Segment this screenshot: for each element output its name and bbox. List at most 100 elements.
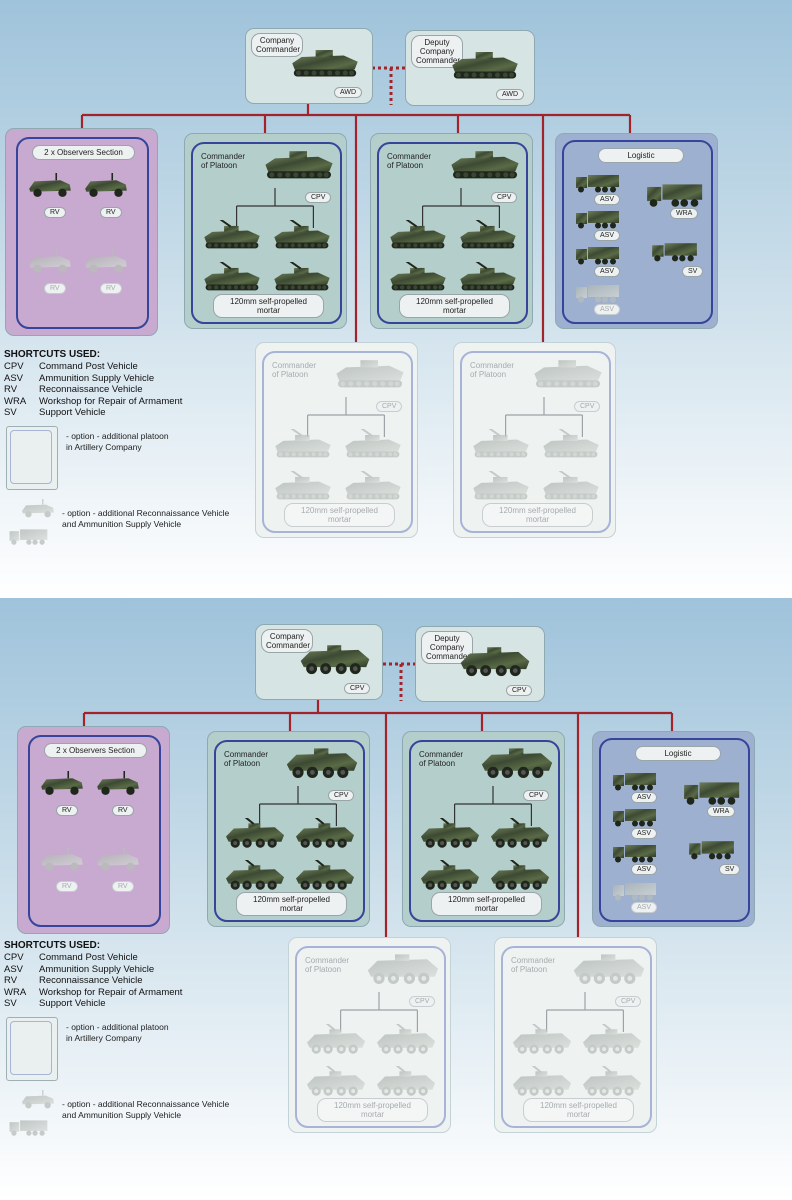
vehicle-label: SV [682, 266, 704, 277]
optional-platoon-card: Commander of Platoon CPV 120mm self-prop… [494, 937, 657, 1133]
wheeled-vehicle-icon [460, 647, 530, 677]
organisation-chart-tracked: Company Commander AWD Deputy Company Comm… [0, 0, 792, 598]
logistic-card: Logistic ASV ASV ASV ASV WRA SV [592, 731, 755, 927]
vehicle-label: SV [719, 864, 741, 875]
wheeled-vehicle-icon [286, 748, 358, 778]
reconnaissance-vehicle-icon [22, 499, 54, 518]
tracked-vehicle-icon [451, 151, 519, 179]
shortcut-text: Command Post Vehicle [39, 361, 138, 372]
vehicle-label: RV [56, 805, 78, 816]
vehicle-label: ASV [631, 902, 658, 913]
supply-truck-icon [9, 529, 48, 545]
reconnaissance-vehicle-icon [22, 1090, 54, 1109]
tracked-vehicle-icon [452, 52, 518, 79]
observers-frame: 2 x Observers Section RV RV RV RV [28, 735, 161, 927]
tracked-mortar-icon [275, 429, 331, 458]
wheeled-vehicle-icon [300, 645, 370, 675]
vehicle-label: WRA [707, 806, 736, 817]
platoon-commander-title: Commander of Platoon [419, 750, 464, 768]
wheeled-mortar-icon [420, 818, 480, 848]
supply-truck-icon [613, 809, 656, 827]
shortcut-abbr: CPV [4, 361, 24, 372]
shortcut-abbr: WRA [4, 395, 27, 407]
mortar-label: 120mm self-propelled mortar [236, 892, 347, 916]
shortcut-text: Support Vehicle [39, 998, 106, 1010]
vehicle-label: AWD [496, 89, 525, 100]
mortar-label: 120mm self-propelled mortar [284, 503, 395, 527]
shortcut-row: ASV Ammunition Supply Vehicle [4, 964, 154, 976]
mortar-label: 120mm self-propelled mortar [317, 1098, 428, 1122]
vehicle-label: RV [44, 283, 66, 294]
platoon-frame: Commander of Platoon CPV 120mm self-prop… [501, 946, 652, 1128]
shortcut-abbr: WRA [4, 986, 27, 998]
commander-title: Deputy Company Commander [411, 35, 463, 68]
observers-section-card: 2 x Observers Section RV RV RV RV [17, 726, 170, 934]
shortcut-abbr: RV [4, 384, 18, 396]
shortcut-abbr: ASV [4, 963, 24, 975]
shortcut-text: Ammunition Supply Vehicle [39, 372, 155, 384]
wheeled-vehicle-icon [367, 954, 439, 984]
shortcuts-title: SHORTCUTS USED: [4, 349, 101, 360]
platoon-tree-lines [454, 786, 532, 826]
platoon-card: Commander of Platoon CPV [184, 133, 347, 329]
wheeled-mortar-icon [295, 818, 355, 848]
hierarchy-connectors [80, 66, 632, 342]
reconnaissance-vehicle-icon [85, 173, 127, 197]
vehicle-label: CPV [376, 401, 403, 412]
observers-frame: 2 x Observers Section RV RV RV RV [16, 137, 149, 329]
tracked-vehicle-icon [265, 151, 333, 179]
platoon-tree-lines [236, 188, 314, 228]
shortcut-row: RV Reconnaissance Vehicle [4, 384, 143, 396]
logistic-card: Logistic ASV ASV ASV ASV WRA SV [555, 133, 718, 329]
vehicle-label: RV [56, 881, 78, 892]
vehicle-label: CPV [523, 790, 550, 801]
tracked-mortar-icon [390, 262, 446, 291]
wheeled-mortar-icon [582, 1066, 642, 1096]
wheeled-mortar-icon [295, 860, 355, 890]
thumbnail-frame [10, 1021, 52, 1075]
supply-truck-icon [9, 1120, 48, 1136]
shortcut-row: CPV Command Post Vehicle [4, 361, 138, 373]
platoon-frame: Commander of Platoon CPV [460, 351, 611, 533]
platoon-commander-title: Commander of Platoon [387, 152, 432, 170]
platoon-card: Commander of Platoon CPV 120mm self-prop… [402, 731, 565, 927]
vehicle-label: CPV [344, 683, 371, 694]
supply-truck-icon [576, 247, 619, 265]
reconnaissance-vehicle-icon [29, 249, 71, 273]
company-commander-card: Company Commander AWD [245, 28, 373, 104]
observers-section-card: 2 x Observers Section RV RV RV RV [5, 128, 158, 336]
tracked-vehicle-icon [534, 360, 602, 388]
tracked-mortar-icon [275, 471, 331, 500]
wheeled-mortar-icon [512, 1066, 572, 1096]
vehicle-label: AWD [334, 87, 363, 98]
shortcut-abbr: ASV [4, 372, 24, 384]
platoon-tree-lines [422, 188, 500, 228]
platoon-tree-lines [340, 992, 418, 1032]
reconnaissance-vehicle-icon [85, 249, 127, 273]
shortcut-text: Reconnaissance Vehicle [39, 384, 143, 396]
thumbnail-frame [10, 430, 52, 484]
vehicle-label: ASV [594, 304, 621, 315]
mortar-label: 120mm self-propelled mortar [482, 503, 593, 527]
supply-truck-icon [576, 285, 619, 303]
shortcuts-title: SHORTCUTS USED: [4, 940, 101, 951]
vehicle-label: ASV [594, 194, 621, 205]
platoon-frame: Commander of Platoon CPV 120mm self-prop… [295, 946, 446, 1128]
commander-title: Company Commander [261, 629, 313, 653]
platoon-commander-title: Commander of Platoon [224, 750, 269, 768]
optional-platoon-thumbnail [6, 426, 58, 490]
tracked-mortar-icon [204, 262, 260, 291]
shortcut-abbr: RV [4, 975, 18, 987]
platoon-frame: Commander of Platoon CPV [191, 142, 342, 324]
shortcut-row: ASV Ammunition Supply Vehicle [4, 373, 154, 385]
option-platoon-note: - option - additional platoon in Artille… [66, 1022, 169, 1043]
vehicle-label: CPV [491, 192, 518, 203]
platoon-commander-title: Commander of Platoon [305, 956, 350, 974]
platoon-frame: Commander of Platoon CPV [262, 351, 413, 533]
commander-title: Deputy Company Commander [421, 631, 473, 664]
shortcut-text: Ammunition Supply Vehicle [39, 963, 155, 975]
vehicle-label: RV [100, 207, 122, 218]
